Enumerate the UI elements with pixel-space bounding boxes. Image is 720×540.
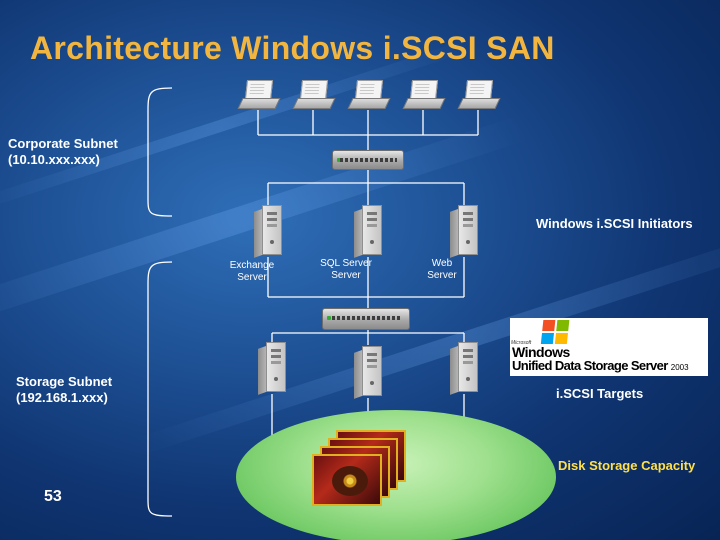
- disk-storage-label: Disk Storage Capacity: [558, 458, 696, 473]
- targets-label: i.SCSI Targets: [556, 386, 644, 401]
- server-tower-icon: [354, 205, 384, 258]
- slide-title: Architecture Windows i.SCSI SAN: [30, 30, 555, 66]
- initiators-label: Windows i.SCSI Initiators: [536, 216, 693, 231]
- hard-disk-icon: [312, 454, 382, 506]
- laptop-icon: [402, 80, 446, 110]
- server-tower-icon: [354, 346, 384, 399]
- laptop-icon: [237, 80, 281, 110]
- laptop-icon: [457, 80, 501, 110]
- disk-storage-pool: [236, 410, 556, 540]
- laptop-icon: [292, 80, 336, 110]
- corporate-subnet-bracket: [147, 87, 173, 217]
- laptop-icon: [347, 80, 391, 110]
- sql-server-label: SQL Server Server: [306, 258, 386, 282]
- storage-subnet-name: Storage Subnet: [16, 374, 113, 389]
- page-number: 53: [44, 488, 62, 505]
- server-label-line2: Server: [331, 270, 361, 281]
- product-name-text: Unified Data Storage Server: [512, 358, 668, 373]
- windows-wordmark: Windows: [512, 344, 570, 360]
- exchange-server-label: Exchange Server: [212, 260, 292, 284]
- server-label-line2: Server: [237, 272, 267, 283]
- web-server-label: Web Server: [402, 258, 482, 282]
- server-label-line1: Web: [431, 258, 453, 269]
- corporate-subnet-range: (10.10.xxx.xxx): [8, 152, 100, 167]
- storage-subnet-bracket: [147, 261, 173, 517]
- server-label-line1: SQL Server: [320, 258, 372, 269]
- storage-subnet-range: (192.168.1.xxx): [16, 390, 108, 405]
- windows-unified-data-storage-server-logo: Microsoft Windows Unified Data Storage S…: [510, 318, 708, 376]
- server-label-line1: Exchange: [229, 260, 275, 271]
- product-year: 2003: [670, 363, 689, 372]
- corporate-subnet-name: Corporate Subnet: [8, 136, 118, 151]
- product-name: Unified Data Storage Server 2003: [512, 358, 689, 373]
- server-tower-icon: [450, 205, 480, 258]
- windows-flag-icon: [540, 320, 572, 346]
- network-switch-icon: [332, 150, 404, 170]
- network-switch-icon: [322, 308, 410, 330]
- server-tower-icon: [450, 342, 480, 395]
- server-label-line2: Server: [427, 270, 457, 281]
- microsoft-wordmark: Microsoft: [511, 340, 532, 346]
- server-tower-icon: [258, 342, 288, 395]
- server-tower-icon: [254, 205, 284, 258]
